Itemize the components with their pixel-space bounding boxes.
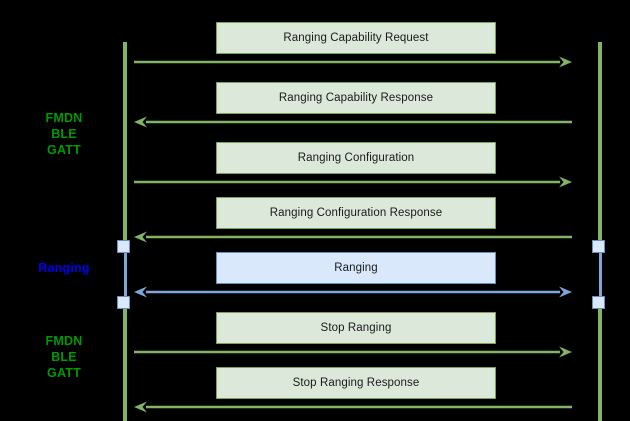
- phase-label-line: GATT: [47, 366, 81, 380]
- activation-left-top[interactable]: [117, 240, 130, 253]
- phase-label-line: BLE: [51, 127, 77, 141]
- msg-ranging-configuration-response[interactable]: Ranging Configuration Response: [216, 197, 496, 229]
- message-label: Stop Ranging Response: [292, 377, 420, 389]
- msg-ranging-capability-response[interactable]: Ranging Capability Response: [216, 82, 496, 114]
- activation-right-top[interactable]: [592, 240, 605, 253]
- arrow-msg-ranging-configuration-response: [0, 230, 630, 244]
- msg-stop-ranging[interactable]: Stop Ranging: [216, 312, 496, 344]
- left-lifeline-upper: [123, 42, 127, 246]
- arrow-msg-ranging-capability-response: [0, 115, 630, 129]
- phase-label-line: FMDN: [45, 334, 83, 348]
- arrow-msg-stop-ranging-response: [0, 400, 630, 414]
- left-lifeline-ranging: [123, 246, 127, 302]
- msg-ranging-configuration[interactable]: Ranging Configuration: [216, 142, 496, 174]
- msg-stop-ranging-response[interactable]: Stop Ranging Response: [216, 367, 496, 399]
- message-label: Ranging: [334, 262, 378, 274]
- phase-ranging: Ranging: [26, 260, 102, 276]
- arrow-msg-ranging-configuration: [0, 175, 630, 189]
- phase-label-line: GATT: [47, 143, 81, 157]
- msg-ranging-capability-request[interactable]: Ranging Capability Request: [216, 22, 496, 54]
- message-label: Ranging Capability Response: [278, 92, 434, 104]
- activation-right-bottom[interactable]: [592, 296, 605, 309]
- arrow-msg-ranging-capability-request: [0, 55, 630, 69]
- message-label: Ranging Configuration Response: [269, 207, 443, 219]
- msg-ranging[interactable]: Ranging: [216, 252, 496, 284]
- phase-label-line: BLE: [51, 350, 77, 364]
- left-lifeline-lower: [123, 302, 127, 421]
- phase-gatt-top: FMDN BLE GATT: [26, 110, 102, 158]
- message-label: Ranging Configuration: [297, 152, 415, 164]
- arrow-msg-stop-ranging: [0, 345, 630, 359]
- message-label: Ranging Capability Request: [283, 32, 429, 44]
- right-lifeline-ranging: [598, 246, 602, 302]
- phase-label-line: Ranging: [38, 261, 90, 275]
- arrow-msg-ranging: [0, 285, 630, 299]
- right-lifeline-lower: [598, 302, 602, 421]
- right-lifeline-upper: [598, 42, 602, 246]
- message-label: Stop Ranging: [320, 322, 392, 334]
- phase-gatt-bottom: FMDN BLE GATT: [26, 333, 102, 381]
- activation-left-bottom[interactable]: [117, 296, 130, 309]
- phase-label-line: FMDN: [45, 111, 83, 125]
